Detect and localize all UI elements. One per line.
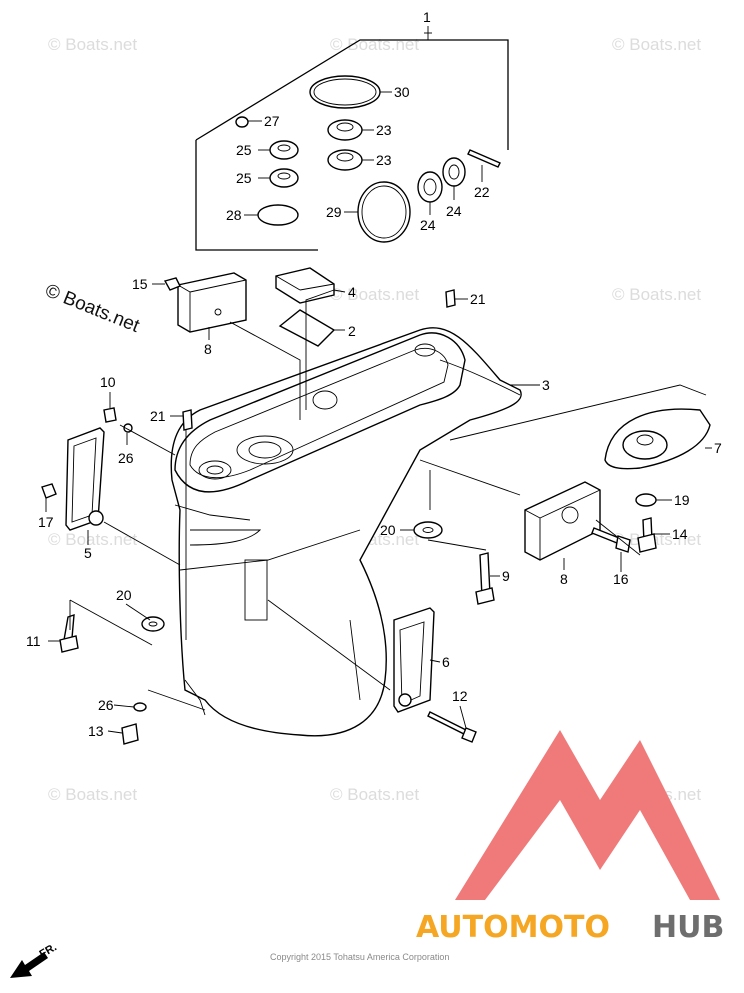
callout-2: 2: [348, 323, 356, 339]
washer-20a: [141, 616, 165, 632]
callout-6: 6: [442, 654, 450, 670]
callout-22: 22: [474, 184, 490, 200]
pin-21b: [182, 409, 193, 431]
small-parts: [41, 267, 711, 745]
callout-8-top: 8: [204, 341, 212, 357]
nut-17: [41, 483, 57, 499]
logo-text-part1: AUTOMOTO: [416, 910, 610, 945]
watermark: © Boats.net: [330, 285, 419, 304]
watermark: © Boats.net: [612, 35, 701, 54]
callout-24a: 24: [420, 217, 436, 233]
o-ring-30: [309, 75, 381, 109]
anode-8-side: [524, 481, 601, 561]
callout-7: 7: [714, 440, 722, 456]
callout-4: 4: [348, 284, 356, 300]
watermark: © Boats.net: [48, 785, 137, 804]
front-arrow-icon: [10, 952, 48, 978]
callout-12: 12: [452, 688, 468, 704]
washer-26b: [133, 702, 147, 712]
callout-16: 16: [613, 571, 629, 587]
plate-6: [393, 607, 435, 713]
callout-numbers: 1 2 3 4 5 6 7 8 8 9 10 11 12 13 14 15 16…: [26, 9, 722, 739]
o-ring-28: [257, 204, 299, 226]
callout-11: 11: [26, 633, 41, 649]
callout-14: 14: [672, 526, 688, 542]
watermark: © Boats.net: [330, 785, 419, 804]
callout-8-side: 8: [560, 571, 568, 587]
callout-27: 27: [264, 113, 280, 129]
front-marker: FR.: [10, 941, 59, 978]
callout-5: 5: [84, 545, 92, 561]
callout-23b: 23: [376, 152, 392, 168]
copyright-text: Copyright 2015 Tohatsu America Corporati…: [270, 952, 449, 962]
pad-4: [275, 267, 335, 304]
callout-21-left: 21: [150, 408, 166, 424]
washer-20b: [413, 521, 443, 539]
logo-text-part2: HUB: [652, 910, 724, 945]
callout-15: 15: [132, 276, 148, 292]
front-marker-label: FR.: [38, 941, 59, 960]
pin-22: [467, 149, 501, 168]
callout-23a: 23: [376, 122, 392, 138]
nut-15: [163, 277, 181, 291]
callout-29: 29: [326, 204, 342, 220]
watermark: © Boats.net: [612, 530, 701, 549]
pad-2: [278, 309, 336, 347]
callout-17: 17: [38, 514, 54, 530]
logo-mark: [455, 730, 720, 900]
callout-26-bottom: 26: [98, 697, 114, 713]
watermark: © Boats.net: [48, 35, 137, 54]
seal-24a: [417, 171, 443, 203]
gear-case: [170, 327, 522, 737]
callout-19: 19: [674, 492, 690, 508]
o-ring-29: [357, 181, 411, 243]
bolt-13: [121, 723, 139, 745]
watermark: © Boats.net: [612, 285, 701, 304]
callout-13: 13: [88, 723, 104, 739]
callout-3: 3: [542, 377, 550, 393]
pin-21a: [445, 289, 456, 308]
automotohub-logo: AUTOMOTO HUB: [416, 730, 724, 945]
callout-25a: 25: [236, 142, 252, 158]
bearing-25b: [269, 168, 299, 188]
callout-24b: 24: [446, 203, 462, 219]
watermark-dark: © Boats.net: [42, 280, 143, 337]
bearing-25a: [269, 140, 299, 160]
callout-9: 9: [502, 568, 510, 584]
kit-1-outline: [195, 26, 509, 251]
callout-10: 10: [100, 374, 116, 390]
callout-20-mid: 20: [380, 522, 396, 538]
leader-lines: [45, 91, 712, 734]
washer-27: [235, 116, 249, 128]
watermark: © Boats.net: [48, 530, 137, 549]
washer-19: [635, 493, 657, 507]
callout-26-top: 26: [118, 450, 134, 466]
anode-8-top: [177, 272, 247, 333]
callout-28: 28: [226, 207, 242, 223]
callout-30: 30: [394, 84, 410, 100]
callout-1: 1: [423, 9, 431, 25]
callout-20-left: 20: [116, 587, 132, 603]
callout-21-top: 21: [470, 291, 486, 307]
watermark: © Boats.net: [330, 35, 419, 54]
bolt-10: [103, 407, 117, 423]
callout-25b: 25: [236, 170, 252, 186]
seal-24b: [442, 157, 466, 187]
